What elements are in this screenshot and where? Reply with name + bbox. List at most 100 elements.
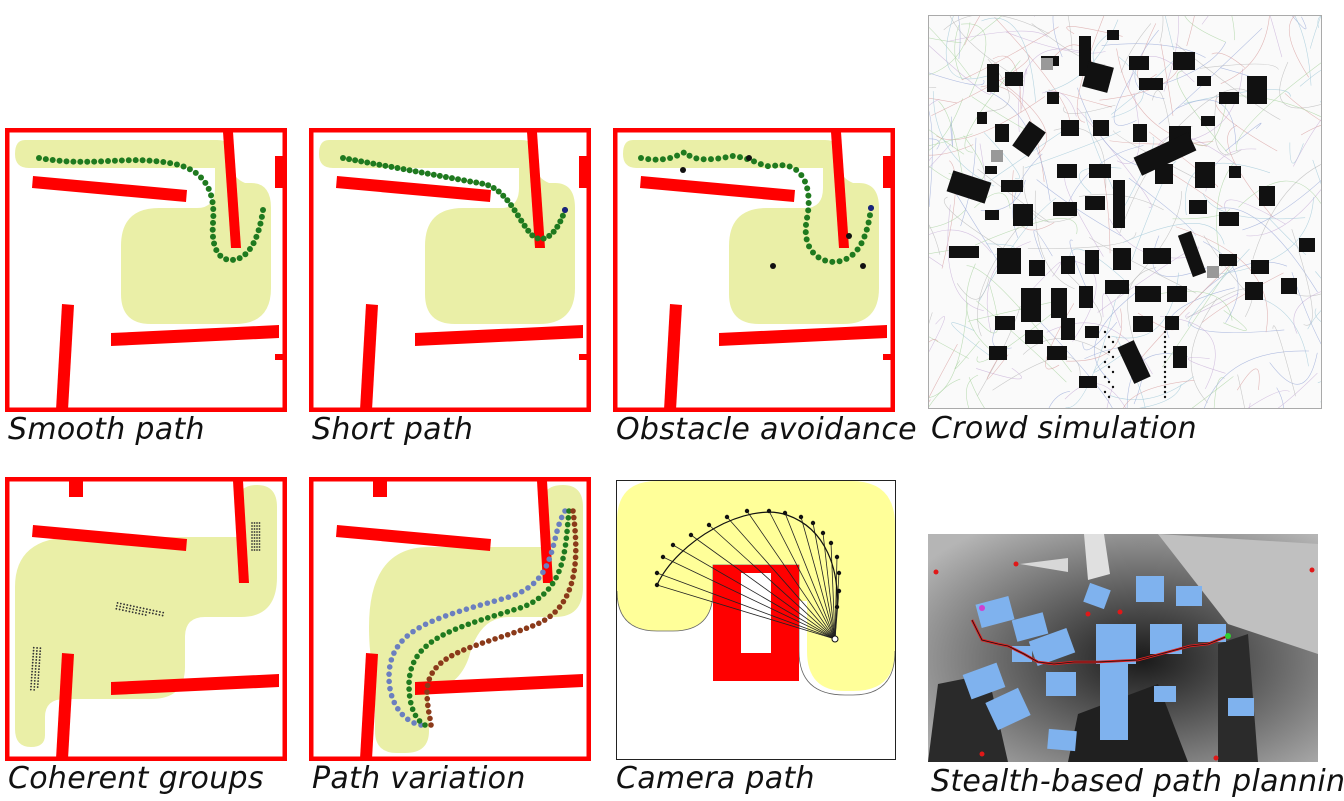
- path-point: [525, 227, 532, 234]
- building: [1029, 260, 1045, 276]
- camera-position: [660, 554, 666, 560]
- variant-path-point: [388, 657, 395, 663]
- variant-path-point: [406, 672, 413, 679]
- obstacle-gap: [741, 573, 771, 653]
- path-point: [836, 258, 843, 265]
- path-point: [815, 254, 822, 261]
- agent: [253, 540, 256, 542]
- variant-path-point: [459, 623, 465, 630]
- path-point: [210, 219, 217, 226]
- variant-path-point: [511, 607, 517, 613]
- variant-path-point: [491, 612, 498, 619]
- agent: [32, 646, 35, 649]
- wall-horizontal-upper: [32, 525, 187, 551]
- crowd-agent: [1107, 380, 1111, 384]
- building: [1061, 318, 1075, 340]
- path-point: [511, 207, 518, 214]
- path-point: [805, 192, 812, 199]
- path-point: [223, 256, 230, 263]
- agent: [30, 676, 33, 679]
- agent: [256, 543, 258, 545]
- coherent-groups-caption: Coherent groups: [8, 761, 264, 796]
- agent-trajectory: [1134, 29, 1165, 99]
- shadow-region: [928, 674, 1008, 762]
- variant-path-point: [498, 634, 505, 640]
- wall-horizontal-lower: [415, 674, 583, 695]
- agent-trajectory: [1272, 325, 1296, 397]
- building: [1167, 286, 1187, 302]
- variant-path-point: [505, 594, 512, 600]
- agent: [32, 658, 34, 661]
- path-point: [500, 192, 507, 199]
- agent: [30, 682, 33, 685]
- building: [985, 210, 999, 220]
- agent: [253, 537, 256, 539]
- agent: [144, 614, 147, 616]
- agent-trajectory: [1034, 190, 1075, 290]
- variant-path-point: [449, 610, 456, 617]
- agent-trajectory: [976, 300, 1067, 383]
- light-region: [1158, 534, 1318, 654]
- agent-trajectory: [1293, 291, 1321, 334]
- agent: [32, 649, 35, 652]
- agent-group: [251, 522, 261, 551]
- obstacle-avoidance-panel: [613, 128, 895, 412]
- path-point: [202, 179, 209, 186]
- agent: [256, 525, 258, 527]
- building: [1245, 282, 1263, 300]
- building: [1028, 627, 1076, 667]
- path-point: [659, 156, 666, 163]
- camera-ray: [830, 542, 836, 640]
- agent-trajectory: [929, 224, 941, 255]
- building: [1113, 248, 1131, 270]
- agent-trajectory: [1138, 384, 1182, 408]
- agent: [253, 525, 256, 527]
- agent: [38, 662, 41, 665]
- building: [1047, 346, 1067, 360]
- variant-path-point: [448, 652, 455, 659]
- building: [1173, 52, 1195, 70]
- agent-trajectory: [1041, 91, 1077, 117]
- path-point: [490, 184, 497, 191]
- goal-point: [562, 207, 568, 213]
- agent: [30, 673, 33, 676]
- agent-trajectory: [1317, 16, 1321, 29]
- guard: [1309, 567, 1315, 573]
- camera-position: [834, 554, 840, 560]
- variant-path-point: [414, 653, 420, 660]
- agent-trajectory: [929, 72, 985, 86]
- building: [985, 687, 1031, 731]
- agent: [35, 656, 38, 658]
- agent-trajectory: [1279, 61, 1321, 109]
- crowd-agent: [1163, 330, 1167, 334]
- path-point: [667, 155, 674, 162]
- agent-trajectory: [1172, 209, 1230, 220]
- agent: [256, 546, 258, 548]
- path-variation-caption: Path variation: [312, 761, 526, 796]
- agent: [148, 611, 151, 614]
- variant-path-point: [394, 643, 401, 650]
- building: [1047, 728, 1077, 752]
- crowd-agent: [1111, 340, 1115, 344]
- variant-path-point: [460, 647, 467, 653]
- agent: [256, 528, 258, 530]
- agent: [123, 603, 126, 606]
- path-point: [674, 152, 681, 159]
- path-point: [167, 160, 174, 167]
- path-point: [370, 160, 377, 167]
- path-point: [722, 154, 729, 161]
- variant-path-point: [511, 629, 517, 636]
- variant-path-point: [456, 608, 463, 615]
- agent: [125, 609, 128, 612]
- variant-path-point: [560, 598, 567, 605]
- path-point: [412, 168, 419, 175]
- agent: [161, 614, 164, 617]
- variant-path-point: [545, 586, 552, 592]
- variant-path-point: [564, 528, 570, 535]
- crowd-agent: [1111, 385, 1115, 389]
- agent: [251, 531, 253, 533]
- variant-path-point: [484, 600, 491, 606]
- agent: [31, 661, 34, 664]
- variant-path-point: [565, 515, 572, 521]
- building: [989, 346, 1007, 360]
